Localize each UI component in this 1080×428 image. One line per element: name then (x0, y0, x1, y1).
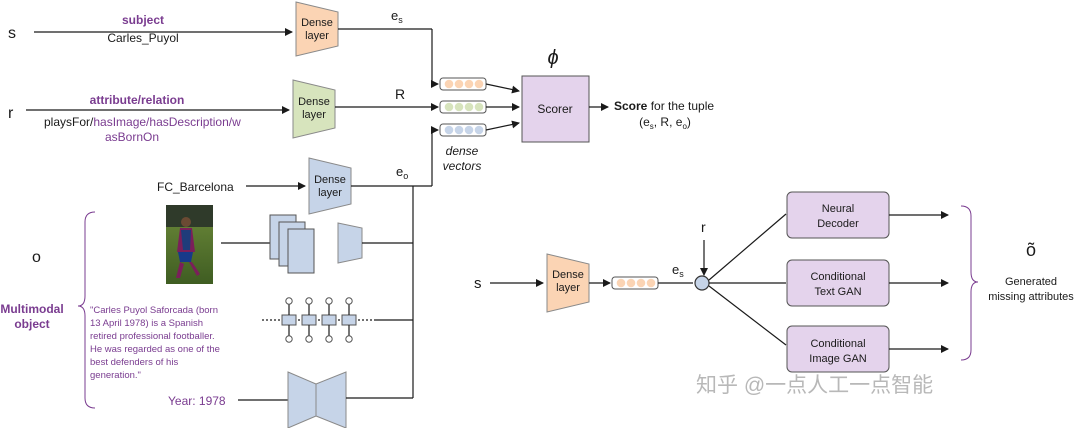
svg-text:Dense: Dense (298, 96, 330, 108)
dense-layer-generator: Dense layer (546, 253, 590, 313)
multimodal-brace (77, 211, 96, 409)
quote-line-6: generation." (90, 370, 141, 381)
e-o-label: eo (396, 164, 408, 181)
e-s-lower-label: es (672, 262, 684, 279)
vector-R (439, 100, 487, 114)
score-label: Score for the tuple (614, 99, 714, 113)
autoencoder-decoder (315, 371, 347, 428)
autoencoder-encoder (287, 371, 317, 428)
svg-text:Dense: Dense (314, 174, 346, 186)
cnn-feature-maps (269, 214, 315, 274)
dense-layer-relation: Dense layer (292, 79, 336, 139)
scorer-box: Scorer (521, 75, 590, 143)
svg-text:layer: layer (305, 30, 329, 42)
svg-text:Conditional: Conditional (810, 271, 865, 283)
r-lower-label: r (701, 219, 706, 235)
output-brace (960, 205, 979, 361)
svg-text:layer: layer (302, 109, 326, 121)
o-tilde-label: õ (1026, 240, 1036, 260)
subject-value: Carles_Puyol (107, 31, 178, 45)
attr-values-line2: asBornOn (105, 130, 159, 144)
player-photo (166, 205, 213, 284)
conditional-image-gan-box: Conditional Image GAN (786, 325, 890, 373)
attr-header: attribute/relation (90, 93, 185, 107)
neural-decoder-box: Neural Decoder (786, 191, 890, 239)
input-r-label: r (8, 105, 14, 122)
attr-values-line1: playsFor/hasImage/hasDescription/w (44, 115, 241, 129)
phi-symbol: ϕ (547, 47, 558, 69)
dense-layer-object: Dense layer (308, 157, 352, 215)
multimodal-label-1: Multimodal (0, 302, 63, 316)
R-label: R (395, 86, 405, 102)
dense-vectors-label-1: dense (446, 144, 479, 158)
quote-line-2: 13 April 1978) is a Spanish (90, 318, 203, 329)
vector-es (439, 77, 487, 91)
vector-es-lower (611, 276, 659, 290)
input-s-lower-label: s (474, 275, 482, 292)
svg-text:Dense: Dense (301, 17, 333, 29)
cnn-dense-trapezoid (337, 222, 363, 264)
rnn-chain (262, 297, 375, 343)
svg-text:layer: layer (556, 282, 580, 294)
vector-eo (439, 123, 487, 137)
svg-text:Decoder: Decoder (817, 218, 859, 230)
subject-header: subject (122, 13, 164, 27)
svg-text:Dense: Dense (552, 269, 584, 281)
watermark: 知乎 @一点人工一点智能 (696, 374, 933, 397)
multimodal-label-2: object (14, 317, 49, 331)
svg-text:Scorer: Scorer (537, 102, 572, 116)
svg-text:Conditional: Conditional (810, 338, 865, 350)
quote-line-5: best defenders of his (90, 357, 178, 368)
svg-text:Neural: Neural (822, 203, 854, 215)
input-o-label: o (32, 249, 41, 266)
year-label: Year: 1978 (168, 394, 226, 408)
dense-vectors-label-2: vectors (443, 159, 482, 173)
e-s-label: es (391, 8, 403, 25)
generated-label-2: missing attributes (988, 291, 1074, 303)
quote-line-3: retired professional footballer. (90, 331, 215, 342)
quote-line-1: "Carles Puyol Saforcada (born (90, 305, 218, 316)
dense-layer-subject: Dense layer (295, 1, 339, 57)
generated-label-1: Generated (1005, 276, 1057, 288)
quote-line-4: He was regarded as one of the (90, 344, 220, 355)
svg-text:Image GAN: Image GAN (809, 353, 867, 365)
conditional-text-gan-box: Conditional Text GAN (786, 259, 890, 307)
score-tuple: (es, R, eo) (639, 115, 691, 131)
svg-text:layer: layer (318, 187, 342, 199)
fc-barcelona-label: FC_Barcelona (157, 180, 234, 194)
input-s-label: s (8, 25, 16, 42)
concat-node (694, 275, 710, 291)
svg-text:Text GAN: Text GAN (814, 286, 861, 298)
